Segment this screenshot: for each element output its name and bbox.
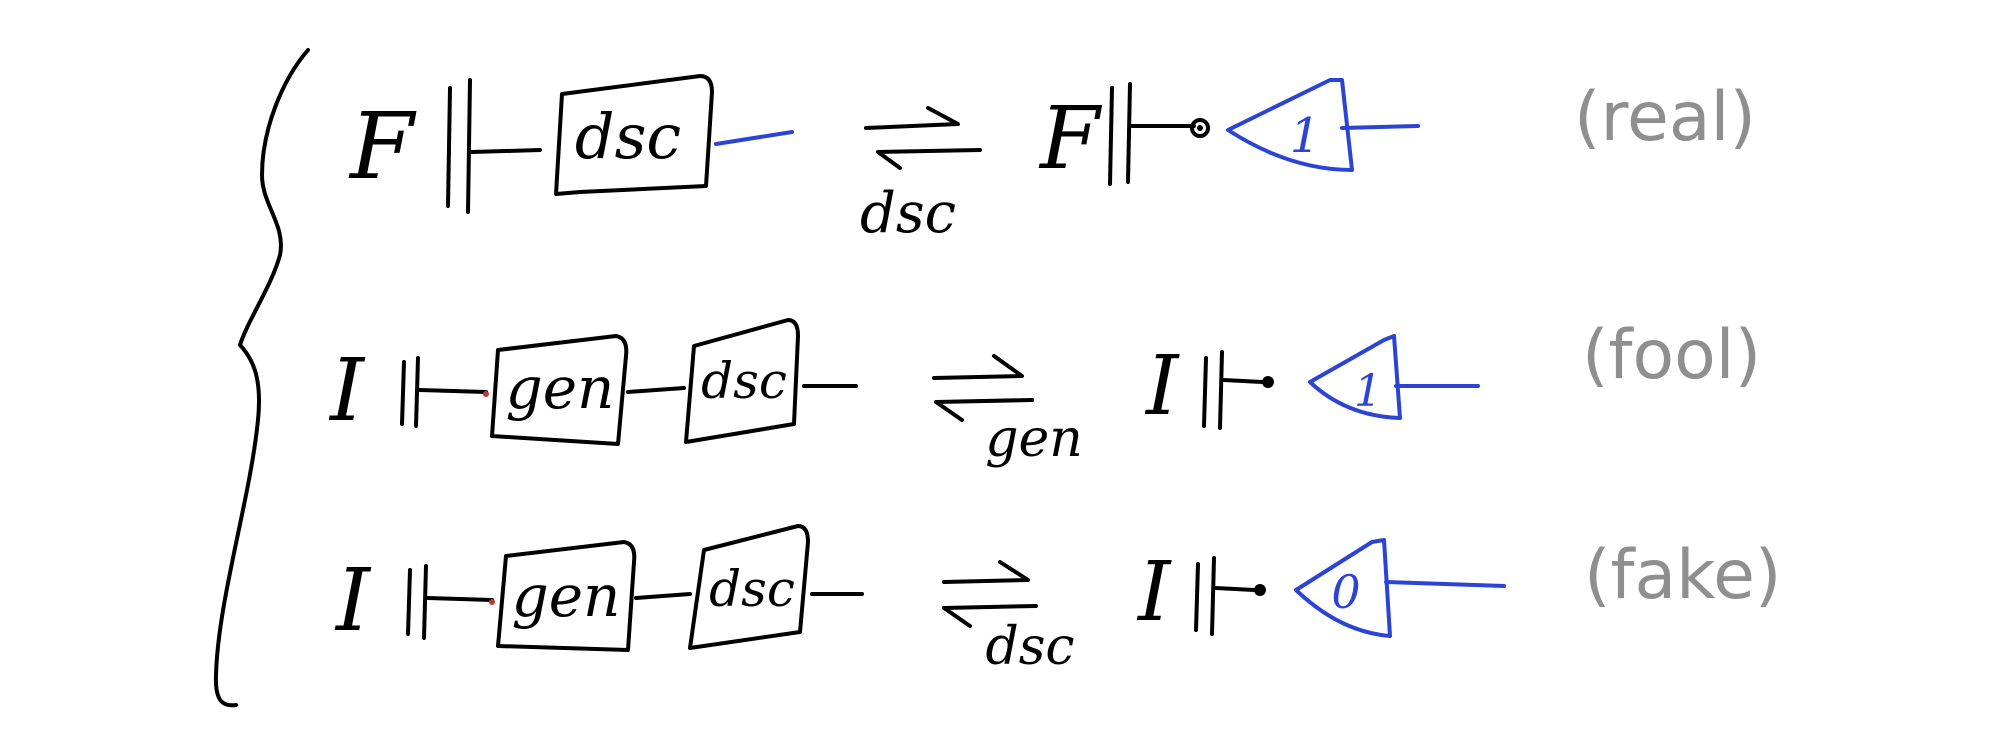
row-1-target-bar-b [1126, 82, 1132, 184]
row-2: I gen dsc gen I 1 (fool) [328, 316, 1761, 469]
row-2-input-label: I [328, 341, 366, 441]
row-1-output-wire [714, 130, 794, 146]
row-3-arrow-label: dsc [985, 617, 1074, 677]
row-1-bar-a [446, 86, 452, 208]
row-3-wire-in [426, 596, 494, 602]
row-2-triangle [1308, 334, 1402, 420]
row-3-triangle-value: 0 [1331, 565, 1360, 619]
row-2-note: (fool) [1582, 316, 1761, 395]
row-3: I gen dsc dsc I 0 (fake) [334, 524, 1781, 677]
row-1-target-dot [1190, 118, 1210, 138]
row-1-harpoon-top [864, 106, 960, 130]
row-1-wire-in [470, 148, 542, 154]
row-3-target-bar-b [1210, 556, 1216, 636]
row-2-wire-in [418, 388, 488, 394]
row-3-triangle [1294, 538, 1392, 638]
row-1-target-input-label: F [1038, 89, 1103, 189]
row-3-harpoon-top [942, 560, 1030, 584]
row-2-harpoon-bottom [934, 398, 1034, 422]
row-2-red-dot [483, 391, 489, 397]
row-3-dsc-box [688, 524, 810, 650]
row-3-bar-b [422, 564, 428, 640]
row-3-target-dot [1254, 584, 1266, 596]
row-1-target-dot-center [1197, 125, 1203, 131]
row-3-input-label: I [334, 551, 372, 651]
row-1-dsc-box-label: dsc [575, 100, 681, 173]
row-3-target-bar-a [1194, 562, 1200, 632]
row-2-gen-box-label: gen [506, 354, 615, 422]
row-1-triangle-wire [1340, 124, 1420, 130]
row-2-target-wire [1222, 378, 1264, 384]
row-3-wire-mid [634, 592, 692, 600]
row-2-bar-b [414, 356, 420, 428]
row-1-target-bar-a [1108, 86, 1114, 186]
row-3-red-dot [489, 599, 495, 605]
left-brace [213, 48, 310, 708]
row-2-wire-mid [626, 386, 686, 394]
row-2-target-input-label: I [1144, 339, 1180, 434]
row-1-triangle [1226, 78, 1354, 172]
row-2-dsc-box [684, 318, 800, 444]
row-2-harpoon-top [932, 354, 1024, 380]
row-3-bar-a [406, 568, 412, 636]
row-3-harpoon-bottom [942, 604, 1038, 628]
row-3-note: (fake) [1584, 536, 1781, 615]
row-2-arrow-label: gen [985, 409, 1083, 469]
row-2-target-bar-a [1202, 356, 1208, 428]
row-1-input-label: F [348, 93, 417, 200]
row-2-target-dot [1262, 376, 1274, 388]
row-1: F dsc dsc F 1 (real) [348, 74, 1756, 246]
row-3-target-wire [1214, 586, 1256, 592]
row-2-dsc-box-label: dsc [701, 352, 787, 410]
row-2-target-bar-b [1218, 350, 1224, 430]
row-1-triangle-value: 1 [1290, 108, 1321, 164]
row-1-harpoon-bottom [876, 148, 982, 170]
row-1-bar-b [466, 78, 472, 214]
row-2-triangle-value: 1 [1354, 366, 1382, 417]
row-2-bar-a [400, 360, 406, 426]
row-1-note: (real) [1574, 78, 1756, 157]
row-2-gen-box [490, 334, 629, 446]
row-1-arrow-label: dsc [860, 181, 956, 246]
row-3-dsc-box-label: dsc [709, 560, 795, 618]
row-3-triangle-wire [1384, 580, 1506, 588]
row-3-target-input-label: I [1136, 545, 1172, 640]
row-3-gen-box-label: gen [512, 562, 621, 630]
row-1-dsc-box [554, 74, 714, 196]
row-3-gen-box [496, 540, 637, 652]
